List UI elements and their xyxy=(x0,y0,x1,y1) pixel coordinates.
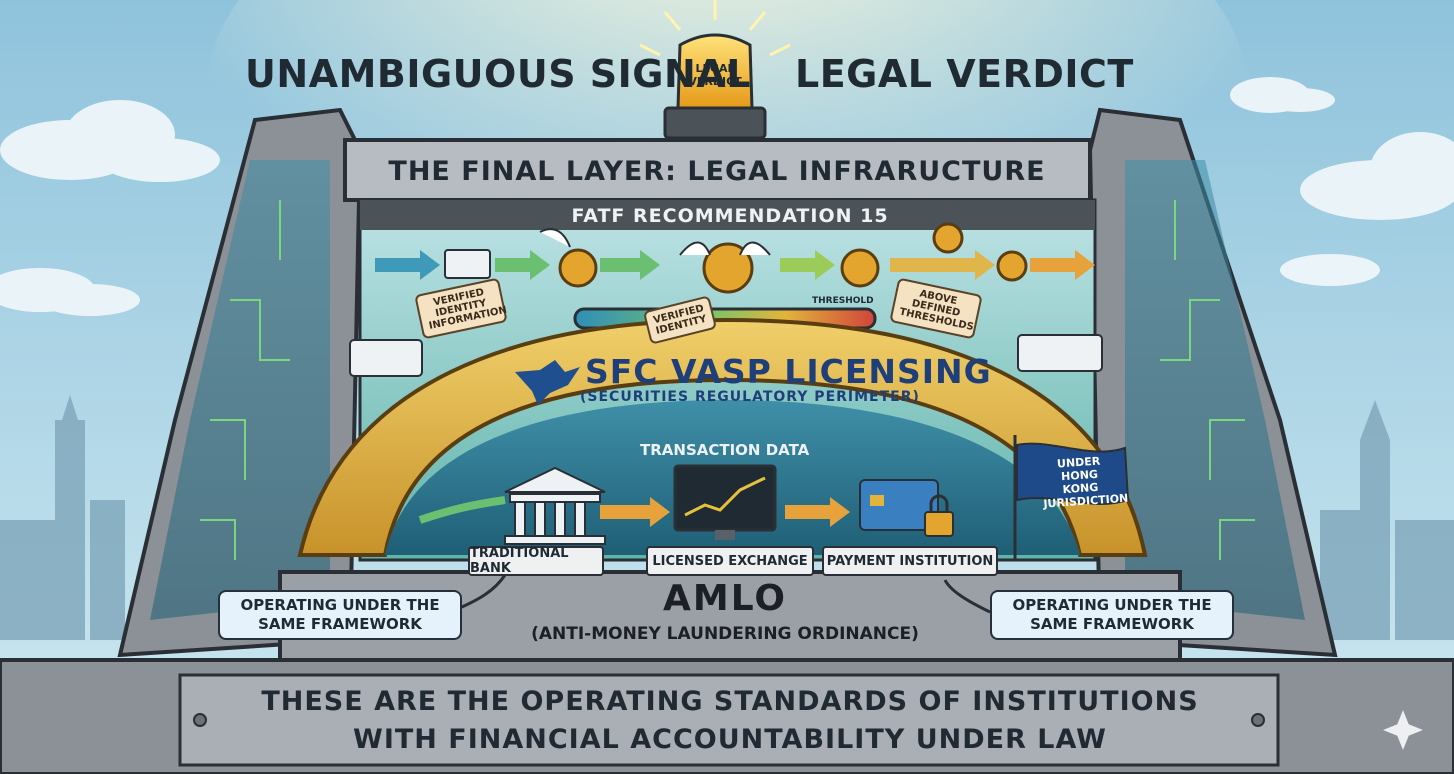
amlo-subtitle: (ANTI-MONEY LAUNDERING ORDINANCE) xyxy=(531,624,919,644)
clouds xyxy=(0,77,1454,316)
payment-card-icon xyxy=(859,479,939,531)
callout-left: OPERATING UNDER THE SAME FRAMEWORK xyxy=(218,590,462,640)
plaque-bolt-left xyxy=(193,713,207,727)
right-callout-arrow xyxy=(943,579,991,614)
stone-pillars xyxy=(117,107,1338,658)
eagle-logo xyxy=(515,360,580,405)
footer-statement: THESE ARE THE OPERATING STANDARDS OF INS… xyxy=(185,683,1275,759)
siren-beacon xyxy=(663,33,767,140)
beacon-rays xyxy=(639,0,791,57)
circuit-lines xyxy=(200,200,1255,560)
institution-label-payment: PAYMENT INSTITUTION xyxy=(822,546,998,576)
amlo-title: AMLO xyxy=(663,578,787,619)
coin-icons xyxy=(539,222,1028,294)
jurisdiction-flag-text: UNDER HONG KONG JURISDICTION xyxy=(1042,454,1129,511)
bank-icon xyxy=(504,466,606,545)
plaque-bolt-right xyxy=(1251,713,1265,727)
footer-plaque xyxy=(178,673,1280,767)
transaction-data-label: TRANSACTION DATA xyxy=(640,441,810,459)
city-skyline xyxy=(0,395,1454,640)
fatf-title: FATF RECOMMENDATION 15 xyxy=(571,205,889,227)
beacon-label: LEGAL VERDICT xyxy=(688,62,742,88)
chart-monitor-icon xyxy=(673,464,777,540)
fatf-flow-arrows xyxy=(375,250,1095,280)
frame-title-bar xyxy=(343,138,1092,202)
frame-title: THE FINAL LAYER: LEGAL INFRARUCTURE xyxy=(388,155,1046,187)
fatf-band xyxy=(360,200,1095,230)
sparkle-icon xyxy=(1383,710,1423,750)
lock-icon xyxy=(924,494,954,537)
footer-line-1: THESE ARE THE OPERATING STANDARDS OF INS… xyxy=(261,686,1199,717)
header-right-text: LEGAL VERDICT xyxy=(795,52,1134,96)
callout-right: OPERATING UNDER THE SAME FRAMEWORK xyxy=(990,590,1234,640)
institution-label-exchange: LICENSED EXCHANGE xyxy=(646,546,814,576)
sfc-licensing-arch xyxy=(297,317,1148,557)
footer-line-2: WITH FINANCIAL ACCOUNTABILITY UNDER LAW xyxy=(353,724,1107,755)
id-card-icons xyxy=(349,249,1103,377)
institution-flow-arrows xyxy=(418,496,850,527)
header-left-text: UNAMBIGUOUS SIGNAL xyxy=(245,52,751,96)
institution-label-bank: TRADITIONAL BANK xyxy=(468,546,604,576)
sfc-subtitle: (SECURITIES REGULATORY PERIMETER) xyxy=(580,389,920,405)
sfc-title: SFC VASP LICENSING xyxy=(585,352,992,391)
threshold-label: THRESHOLD xyxy=(812,296,874,306)
hong-kong-flag xyxy=(1013,435,1130,560)
